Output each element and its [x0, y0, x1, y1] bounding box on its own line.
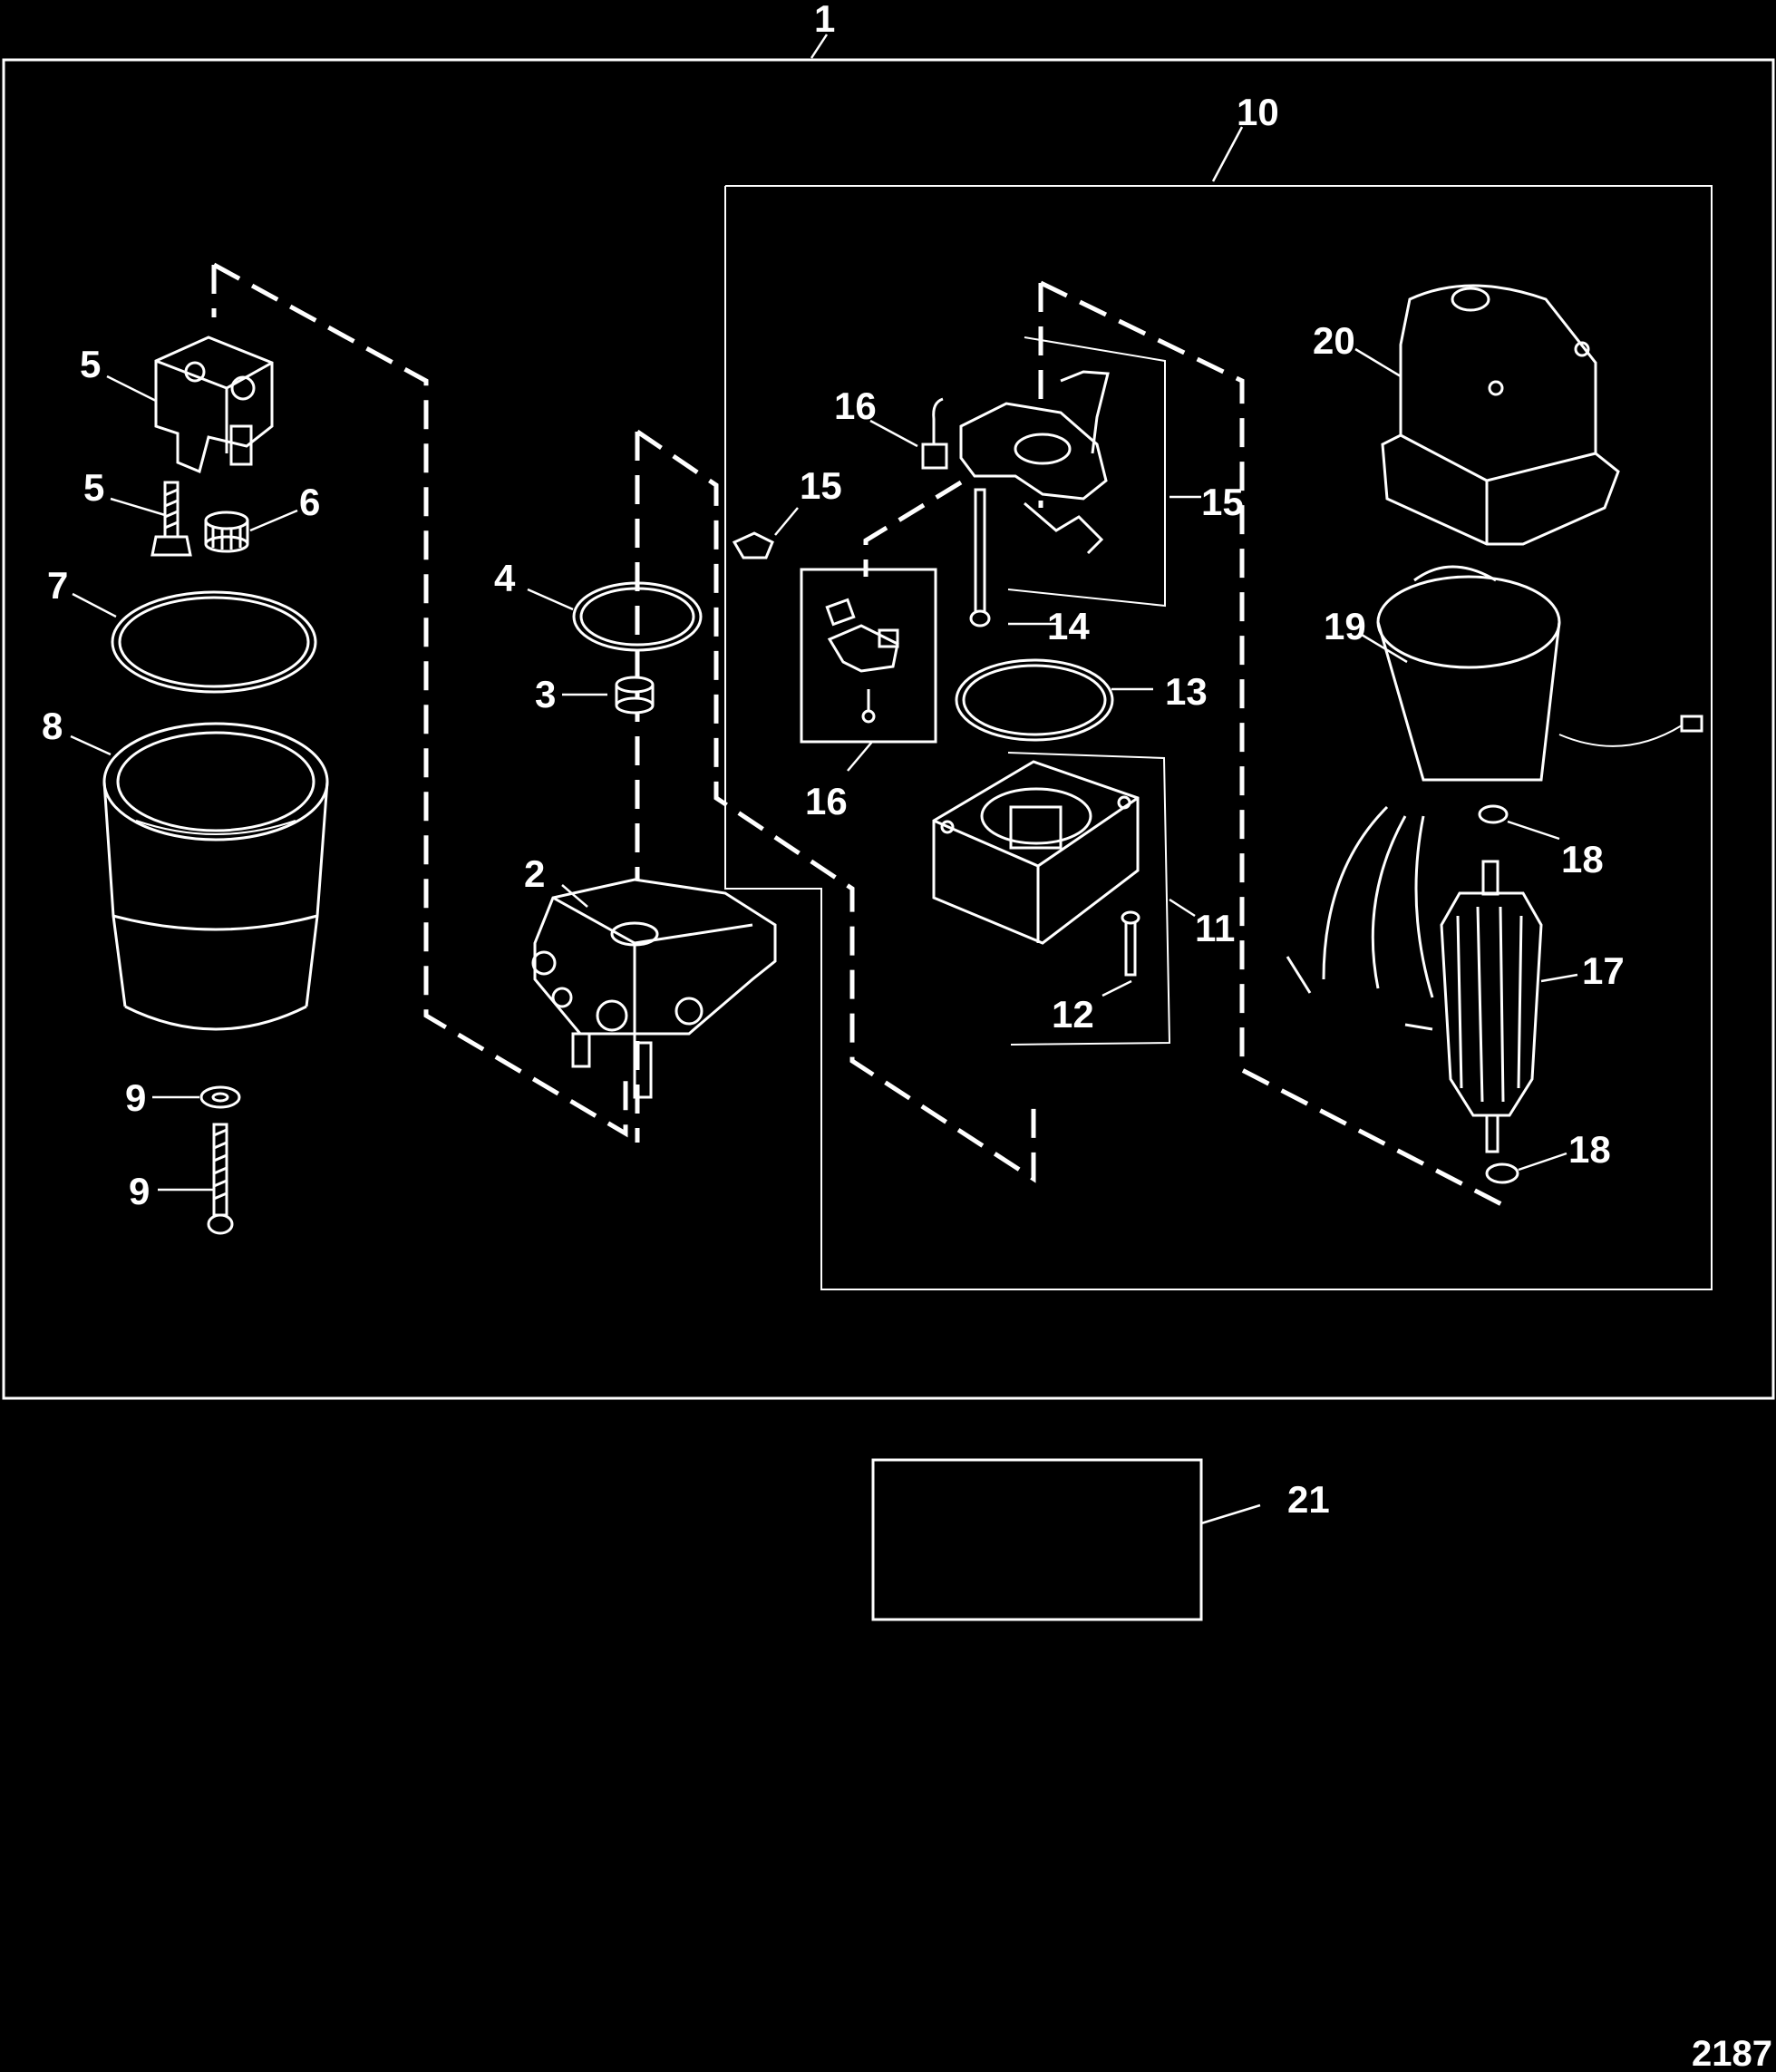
guide-line-left — [211, 262, 628, 1138]
reservoir-part — [102, 722, 329, 1031]
kit-box — [871, 1458, 1203, 1621]
motor-assembly-frame — [724, 185, 1713, 1290]
coupler-part — [615, 676, 655, 715]
callout-2: 2 — [524, 852, 545, 895]
guide-line-brush — [863, 480, 963, 577]
screw-part — [150, 481, 192, 557]
brush-card-bracket — [1007, 336, 1166, 608]
brush-card-part — [959, 370, 1110, 555]
end-cap-o-ring — [955, 658, 1114, 742]
callout-10: 10 — [1237, 91, 1279, 133]
callout-8: 8 — [42, 705, 63, 747]
fitting-part — [204, 511, 249, 553]
brush-spring-part — [921, 397, 948, 470]
brush-clip-part — [732, 531, 774, 559]
callout-12: 12 — [1052, 993, 1094, 1036]
pump-body-part — [531, 878, 777, 1099]
washer-part — [199, 1085, 241, 1109]
callout-16-kit: 16 — [805, 780, 848, 822]
pump-plate-part — [154, 336, 274, 474]
figure-number: 2187 — [1692, 2034, 1772, 2072]
end-cap-part — [932, 760, 1140, 945]
callout-16-spring: 16 — [834, 384, 877, 427]
callout-15-card: 15 — [1201, 481, 1244, 523]
callout-17: 17 — [1582, 949, 1625, 992]
brush-kit-box — [800, 568, 937, 744]
through-bolt-part — [969, 488, 991, 627]
callout-18-top: 18 — [1561, 838, 1604, 880]
leader-lines — [70, 34, 1578, 1525]
thrust-washer-top — [1478, 804, 1509, 824]
callout-11: 11 — [1195, 907, 1235, 949]
callout-19: 19 — [1324, 605, 1366, 647]
brush-kit-part — [825, 598, 899, 724]
pump-o-ring — [572, 581, 703, 652]
callout-3: 3 — [535, 673, 556, 715]
callout-14: 14 — [1047, 605, 1090, 647]
callout-5-plate: 5 — [80, 343, 101, 385]
callout-5-screw: 5 — [83, 466, 104, 509]
bolt-part — [207, 1123, 234, 1235]
thrust-washer-bottom — [1485, 1162, 1519, 1184]
motor-field-part — [1286, 565, 1703, 1031]
reservoir-o-ring — [111, 590, 317, 694]
callout-1: 1 — [814, 0, 835, 40]
callout-6: 6 — [299, 481, 320, 523]
callout-18-bottom: 18 — [1568, 1128, 1611, 1171]
armature-part — [1440, 860, 1543, 1153]
assembly-frame — [2, 58, 1775, 1400]
callout-7: 7 — [47, 564, 68, 607]
callout-4: 4 — [494, 557, 516, 599]
callout-9-bolt: 9 — [129, 1170, 150, 1212]
callout-13: 13 — [1165, 670, 1208, 713]
end-cap-bracket — [1007, 752, 1171, 1046]
callout-21: 21 — [1287, 1478, 1330, 1521]
motor-cover-part — [1381, 284, 1620, 546]
callout-9-washer: 9 — [125, 1076, 146, 1119]
end-cap-screw-part — [1121, 910, 1140, 977]
callout-15-clip: 15 — [800, 464, 842, 507]
callout-20: 20 — [1313, 319, 1355, 362]
